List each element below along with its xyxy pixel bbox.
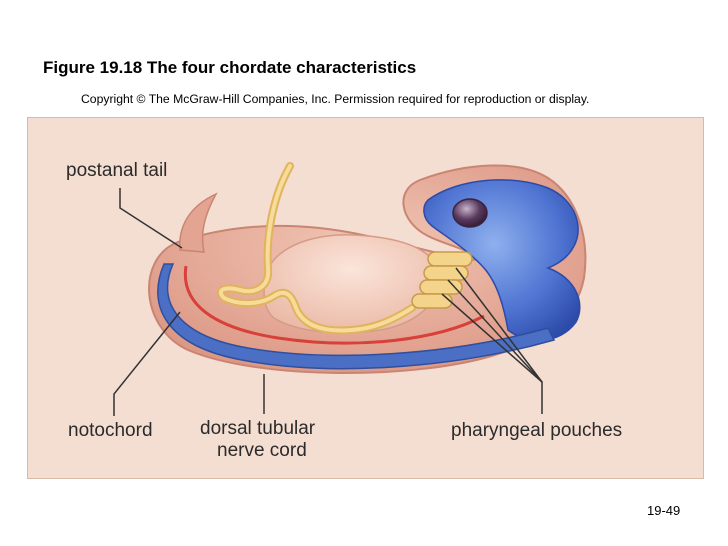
label-postanal-tail: postanal tail — [66, 160, 168, 181]
leader-lines — [113, 188, 543, 416]
label-dorsal-nerve-cord: dorsal tubular nerve cord — [200, 418, 315, 462]
eye-icon — [452, 198, 488, 228]
label-nerve-cord-line2: nerve cord — [217, 440, 307, 461]
postanal-tail — [179, 192, 218, 253]
dorsal-nerve-cord — [157, 263, 556, 370]
figure-title: Figure 19.18 The four chordate character… — [43, 58, 417, 77]
leader-line-postanal-tail — [119, 188, 183, 249]
leader-line-notochord — [113, 311, 181, 416]
label-pharyngeal-pouches: pharyngeal pouches — [451, 420, 623, 441]
label-nerve-cord-line1: dorsal tubular — [200, 418, 316, 439]
leader-line-pharyngeal-3 — [455, 267, 543, 383]
notochord-line — [183, 265, 485, 345]
page-number: 19-49 — [647, 503, 681, 518]
label-notochord: notochord — [68, 420, 153, 441]
leader-line-pharyngeal-2 — [447, 279, 543, 383]
gut-mass — [263, 234, 440, 334]
embryo-illustration-panel: postanal tail notochord dorsal tubular n… — [27, 117, 704, 479]
embryo-illustration — [113, 162, 587, 416]
copyright-notice: Copyright © The McGraw-Hill Companies, I… — [81, 92, 590, 106]
